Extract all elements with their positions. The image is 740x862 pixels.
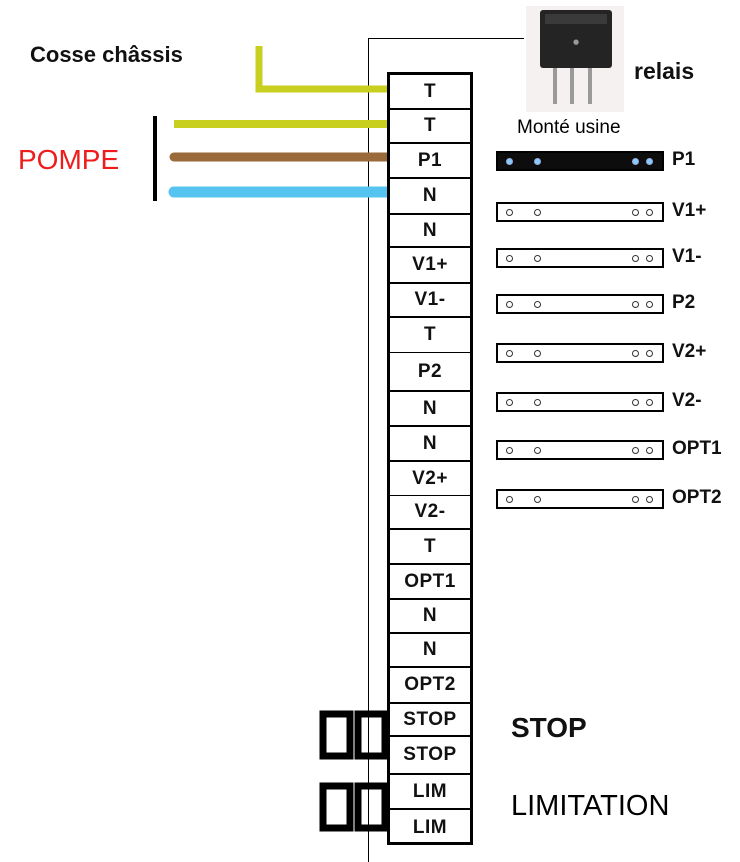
screw-icon	[506, 496, 513, 503]
terminal-n: N	[390, 427, 470, 462]
screw-icon	[506, 350, 513, 357]
terminal-lim: LIM	[390, 775, 470, 810]
terminal-n: N	[390, 634, 470, 668]
stop-label: STOP	[511, 712, 587, 743]
relay-slot-opt2	[496, 489, 664, 509]
chassis-earth-wire	[255, 46, 390, 93]
screw-icon	[506, 158, 513, 165]
stop-bridge-icon	[319, 710, 392, 760]
terminal-t: T	[390, 318, 470, 353]
screw-icon	[534, 255, 541, 262]
screw-icon	[646, 158, 653, 165]
screw-icon	[646, 209, 653, 216]
screw-icon	[534, 496, 541, 503]
terminal-n: N	[390, 215, 470, 248]
enclosure-top-line	[368, 38, 524, 39]
relay-slot-label: V2+	[672, 341, 707, 362]
terminal-n: N	[390, 600, 470, 634]
relay-slot-v1-minus	[496, 248, 664, 268]
relay-slot-label: V1+	[672, 200, 707, 221]
terminal-p2: P2	[390, 353, 470, 392]
screw-icon	[506, 447, 513, 454]
factory-fitted-label: Monté usine	[517, 117, 621, 138]
screw-icon	[534, 209, 541, 216]
screw-icon	[632, 158, 639, 165]
screw-icon	[632, 350, 639, 357]
terminal-v2-plus: V2+	[390, 462, 470, 496]
relay-slot-opt1	[496, 440, 664, 460]
screw-icon	[534, 447, 541, 454]
screw-icon	[506, 399, 513, 406]
relay-slot-label: V2-	[672, 390, 702, 411]
screw-icon	[534, 158, 541, 165]
screw-icon	[506, 301, 513, 308]
screw-icon	[632, 399, 639, 406]
screw-icon	[632, 301, 639, 308]
screw-icon	[646, 350, 653, 357]
terminal-opt2: OPT2	[390, 668, 470, 704]
relay-label: relais	[634, 58, 695, 84]
terminal-v1-plus: V1+	[390, 248, 470, 284]
screw-icon	[534, 399, 541, 406]
relay-slot-label: P1	[672, 149, 696, 170]
terminal-opt1: OPT1	[390, 565, 470, 600]
terminal-p1: P1	[390, 144, 470, 179]
terminal-v1-minus: V1-	[390, 284, 470, 318]
screw-icon	[534, 350, 541, 357]
svg-text:●: ●	[573, 38, 579, 46]
screw-icon	[646, 447, 653, 454]
terminal-n: N	[390, 392, 470, 427]
pump-label: POMPE	[18, 144, 120, 175]
relay-slot-v2-minus	[496, 392, 664, 412]
limit-bridge-icon	[319, 782, 392, 832]
terminal-t: T	[390, 75, 470, 110]
terminal-stop: STOP	[390, 704, 470, 737]
relay-slot-p1	[496, 151, 664, 171]
screw-icon	[506, 209, 513, 216]
relay-slot-v1-plus	[496, 202, 664, 222]
screw-icon	[646, 496, 653, 503]
terminal-stop: STOP	[390, 737, 470, 775]
screw-icon	[646, 399, 653, 406]
relay-slot-label: OPT1	[672, 438, 722, 459]
enclosure-left-line	[368, 38, 369, 862]
relay-slot-p2	[496, 294, 664, 314]
terminal-t: T	[390, 110, 470, 144]
terminal-n: N	[390, 179, 470, 215]
screw-icon	[534, 301, 541, 308]
screw-icon	[632, 496, 639, 503]
terminal-v2-minus: V2-	[390, 496, 470, 530]
terminal-lim: LIM	[412, 816, 448, 838]
relay-slot-label: OPT2	[672, 487, 722, 508]
screw-icon	[506, 255, 513, 262]
relay-photo: ●	[526, 6, 624, 112]
screw-icon	[646, 301, 653, 308]
screw-icon	[632, 447, 639, 454]
screw-icon	[646, 255, 653, 262]
relay-slot-v2-plus	[496, 343, 664, 363]
limitation-label: LIMITATION	[511, 790, 670, 822]
screw-icon	[632, 209, 639, 216]
relay-slot-label: V1-	[672, 246, 702, 267]
screw-icon	[632, 255, 639, 262]
relay-slot-label: P2	[672, 292, 696, 313]
terminal-t: T	[390, 530, 470, 565]
chassis-lug-label: Cosse châssis	[30, 42, 183, 67]
